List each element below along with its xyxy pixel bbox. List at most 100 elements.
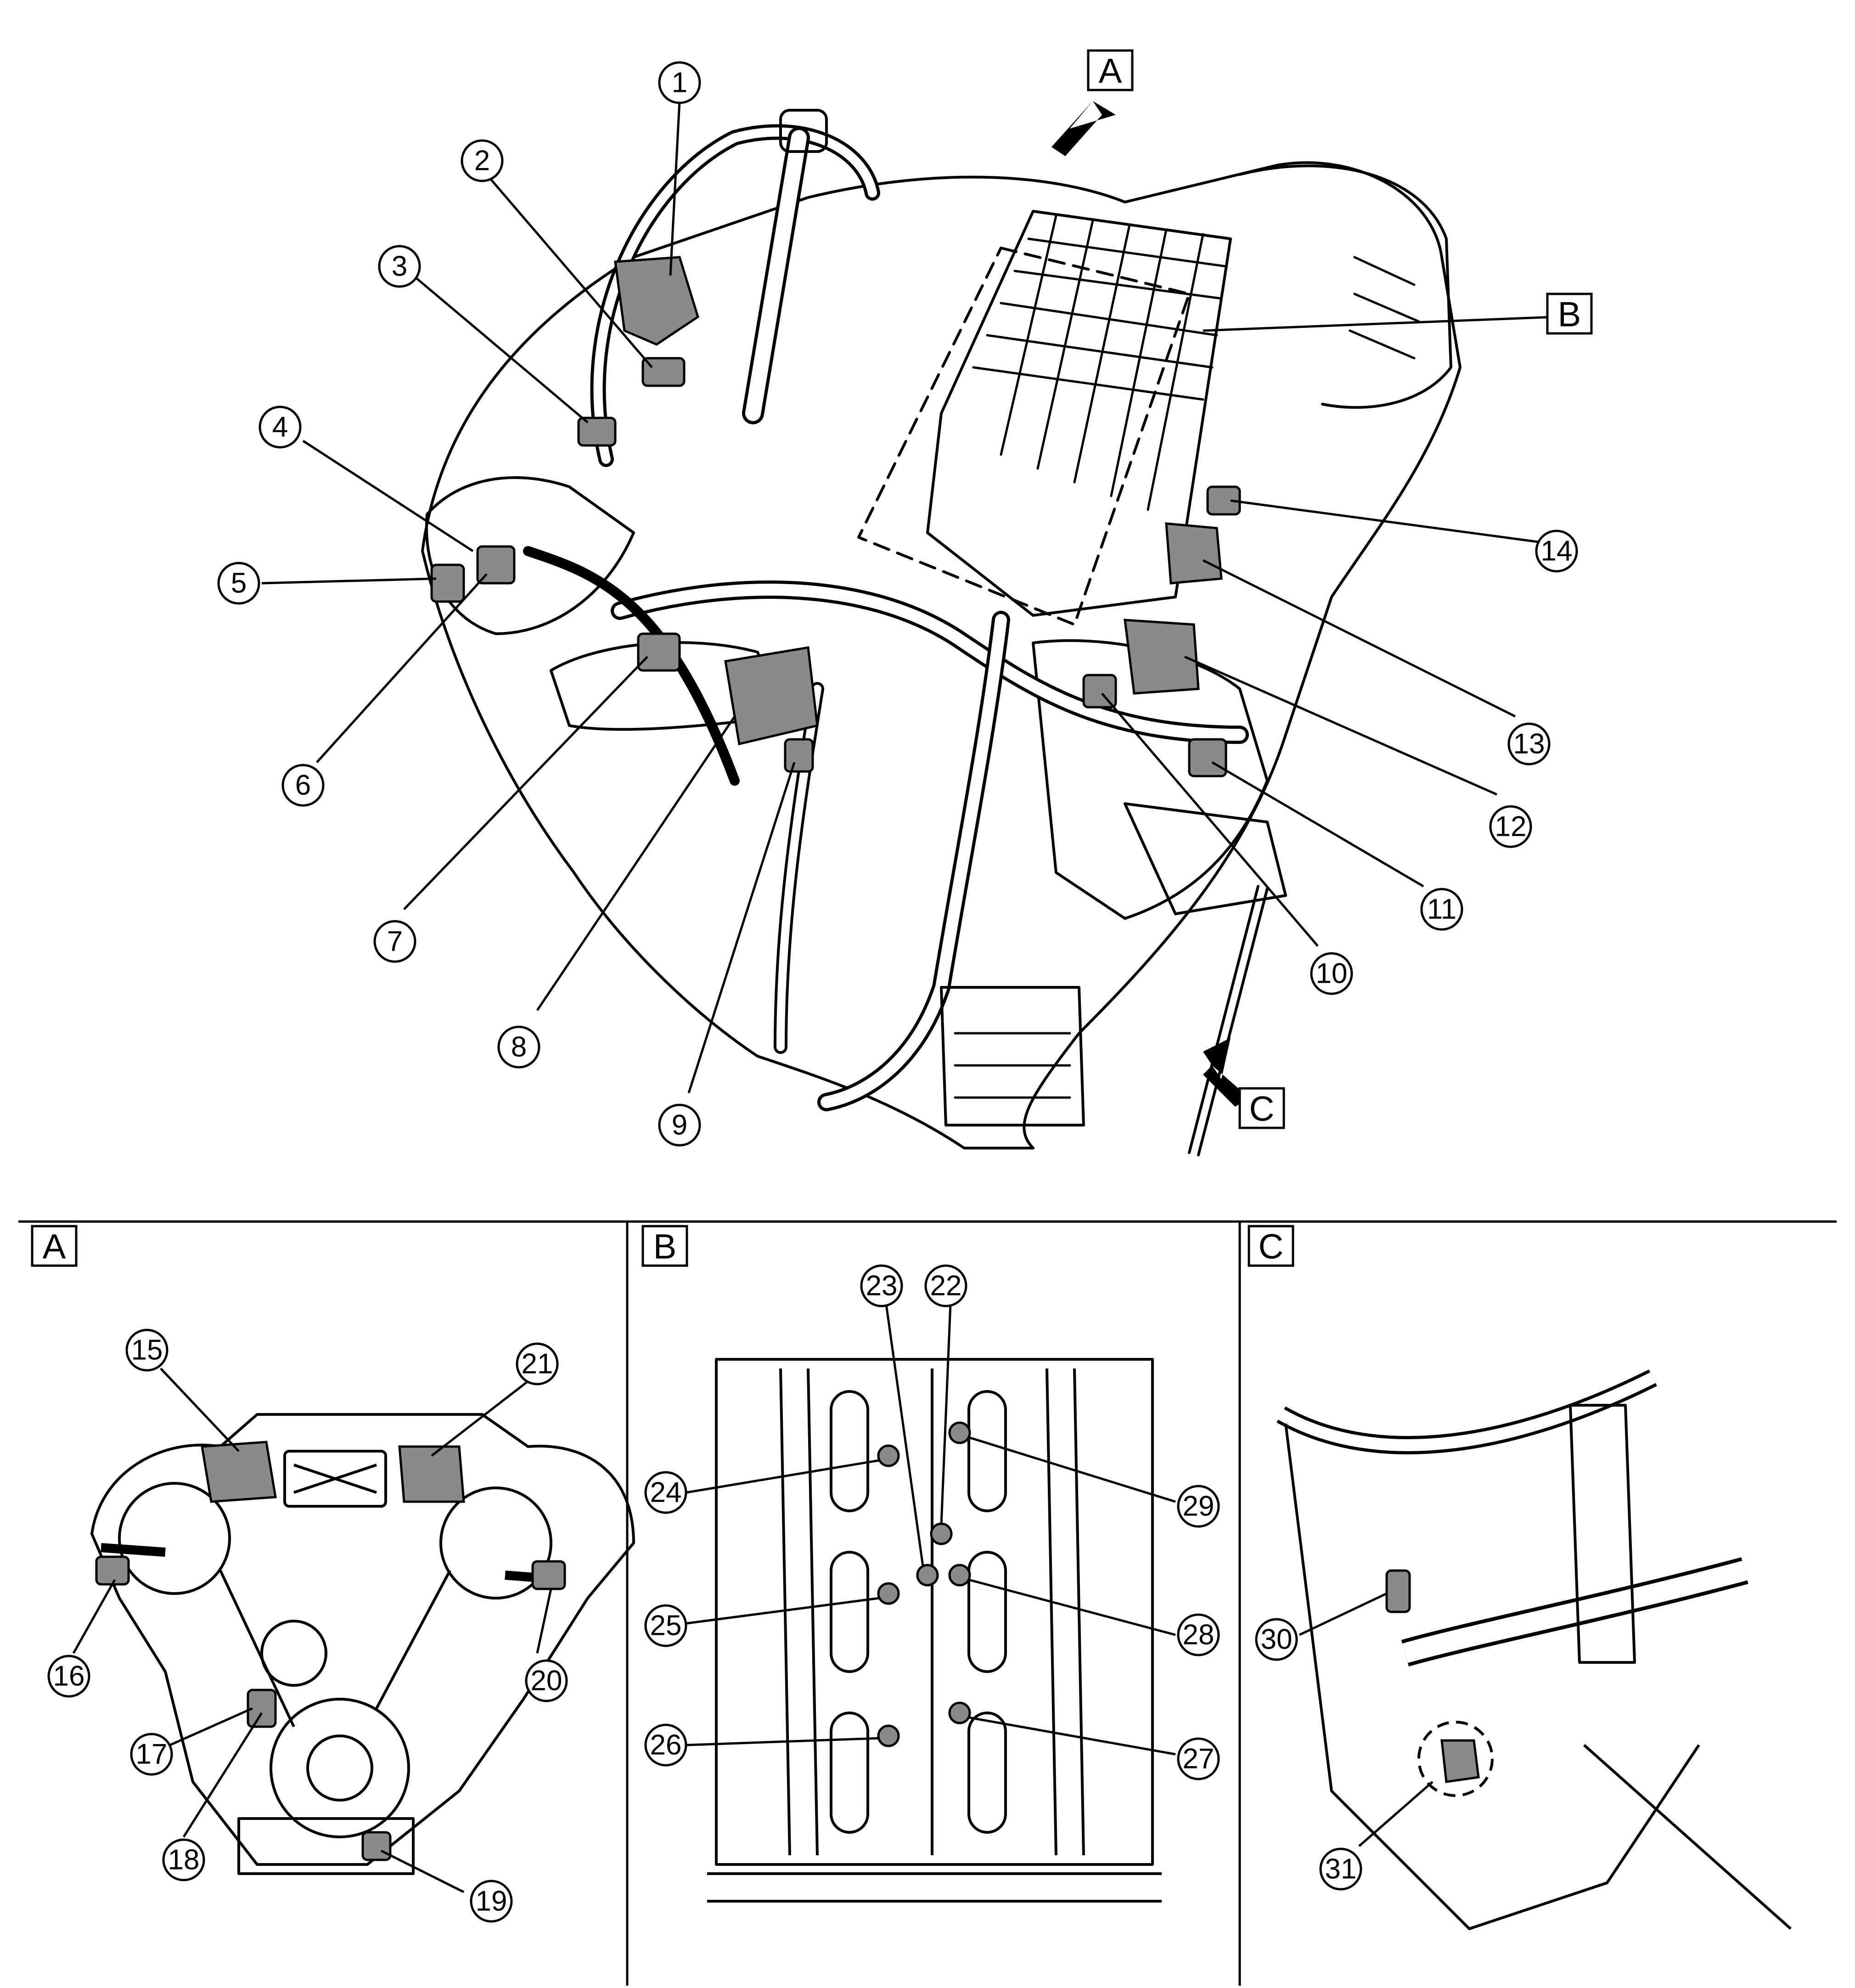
callout-17: 17 [130,1733,173,1776]
timing-chain [219,1570,451,1728]
view-tag-b: B [1546,293,1593,335]
harness-left-branch [523,546,740,786]
injector-29 [948,1421,971,1444]
callout-21-ring [516,1342,559,1385]
callout-7-ring [373,920,416,963]
view-tag-c: C [1238,1087,1285,1129]
intake-plate-ports [293,1464,377,1494]
component-14-connector [1206,485,1241,516]
callout-9: 9 [658,1104,701,1147]
region-31-circle [1417,1721,1494,1797]
callout-11-number: 11 [1427,894,1456,925]
arrow-c-icon [1203,1038,1249,1107]
injector-28 [948,1564,971,1587]
callout-16-number: 16 [53,1661,85,1692]
callout-20-number: 20 [531,1665,562,1697]
idler-pulley [260,1620,327,1687]
callout-29-number: 29 [1183,1491,1214,1522]
callout-17-ring [130,1733,173,1776]
panel-b-injectors [877,1421,971,1747]
callout-14-ring [1535,529,1578,573]
callout-11-ring [1420,888,1463,931]
injector-27 [948,1701,971,1724]
callout-1-number: 1 [672,67,687,99]
component-17-connector [247,1689,277,1728]
panel-a-label-box [31,1225,78,1267]
panel-c-label-letter: C [1259,1228,1284,1267]
component-9-sensor [784,738,814,773]
panel-b-label-box [641,1225,688,1267]
exhaust-pipe-c-inner [1402,1560,1748,1663]
component-5-connector [430,563,465,603]
crank-pulley-hub [306,1735,373,1802]
panel-a-label: A [31,1225,78,1267]
main-view-tags: A B C [1087,49,1593,1129]
panel-c-label: C [1248,1225,1294,1267]
cam-sprocket-right [439,1487,552,1599]
callout-22-ring [924,1264,967,1307]
callout-6-number: 6 [295,770,311,801]
oil-filler-pipe-inner [745,130,807,421]
callout-29-ring [1177,1485,1220,1528]
component-12-module [1124,619,1200,695]
callout-8: 8 [497,1025,540,1069]
callout-28-ring [1177,1613,1220,1656]
callout-25: 25 [644,1604,687,1647]
callout-27: 27 [1177,1737,1220,1780]
engine-main-view [421,109,1462,1156]
component-13-module [1165,522,1223,585]
callout-6: 6 [281,764,325,807]
harness-drop-center-inner [821,614,1007,1108]
callout-3: 3 [378,245,421,288]
panel-b-label: B [641,1225,688,1267]
callout-13: 13 [1507,722,1551,766]
panel-c-leaders [1298,1592,1433,1847]
front-engine-outline [90,1413,635,1866]
plenum-ribs [972,214,1227,511]
callout-31-number: 31 [1325,1853,1357,1885]
callout-2: 2 [461,139,504,182]
callout-19-ring [470,1880,513,1923]
callout-18: 18 [162,1838,205,1881]
component-31-sensor [1440,1739,1480,1783]
view-tag-a: A [1087,49,1134,91]
callout-2-ring [461,139,504,182]
view-tag-b-letter: B [1558,295,1581,334]
callout-13-number: 13 [1513,728,1545,760]
port-left-1 [830,1390,869,1512]
callout-4-number: 4 [272,411,288,443]
callout-12-ring [1489,805,1532,848]
port-left-3 [830,1712,869,1834]
callout-5-number: 5 [231,568,247,599]
panel-b-leaders [686,1304,1176,1756]
callout-30: 30 [1255,1618,1298,1661]
panel-c-label-box [1248,1225,1294,1267]
view-tag-a-letter: A [1099,52,1122,91]
lower-crankcase [940,986,1085,1126]
callout-10: 10 [1310,952,1353,995]
callout-14: 14 [1535,529,1578,573]
callout-30-number: 30 [1261,1624,1293,1656]
callout-20-ring [525,1659,568,1702]
main-components [430,256,1241,777]
block-c-outline [1284,1423,1700,1930]
callout-18-ring [162,1838,205,1881]
view-tag-c-box [1238,1087,1285,1129]
injector-22 [930,1522,953,1545]
callout-17-number: 17 [136,1739,168,1770]
callout-25-ring [644,1604,687,1647]
callout-31-ring [1319,1847,1362,1891]
component-8-valve [724,646,819,746]
callout-10-ring [1310,952,1353,995]
callout-22-number: 22 [930,1270,962,1302]
callout-8-ring [497,1025,540,1069]
callout-29: 29 [1177,1485,1220,1528]
view-arrows [1051,101,1249,1107]
callout-31: 31 [1319,1847,1362,1891]
component-1-ignition-coil [614,256,699,346]
callout-19-number: 19 [476,1886,507,1917]
air-intake-duct [1238,164,1452,409]
